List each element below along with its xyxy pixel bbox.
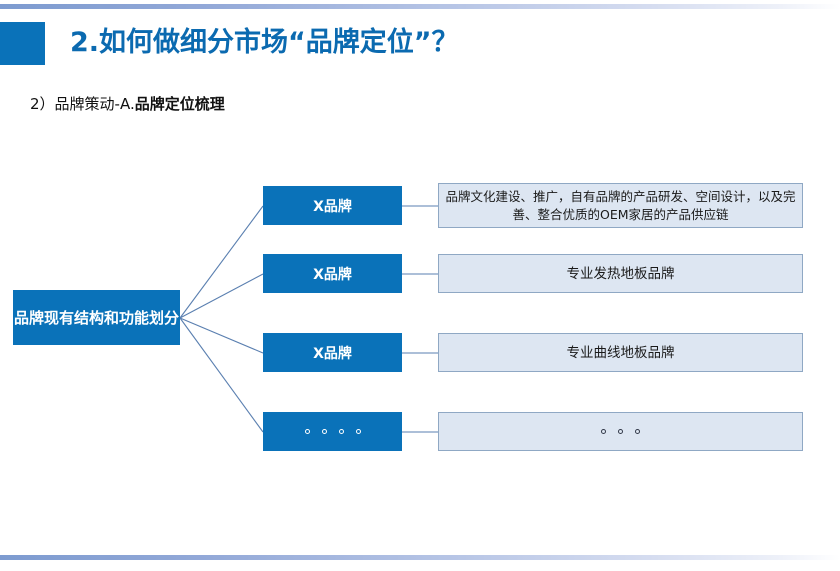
- dot-glyph: [601, 429, 606, 434]
- description-node-3[interactable]: 专业曲线地板品牌: [438, 333, 803, 372]
- connector-root-to-brand-2: [179, 273, 264, 319]
- subtitle-strong: 品牌定位梳理: [134, 95, 225, 113]
- subtitle: 2）品牌策动-A.品牌定位梳理: [30, 93, 225, 115]
- dot-glyph: [338, 429, 344, 434]
- description-node-2[interactable]: 专业发热地板品牌: [438, 254, 803, 293]
- dot-glyph: [618, 429, 623, 434]
- description-node-4[interactable]: [438, 412, 803, 451]
- connector-root-to-brand-3: [179, 317, 264, 354]
- brand-node-2[interactable]: X品牌: [263, 254, 402, 293]
- dot-glyph: [304, 429, 310, 434]
- description-node-1[interactable]: 品牌文化建设、推广，自有品牌的产品研发、空间设计，以及完善、整合优质的OEM家居…: [438, 183, 803, 228]
- dot-glyph: [355, 429, 361, 434]
- description-node-4-dots: [601, 429, 640, 434]
- dot-glyph: [635, 429, 640, 434]
- brand-node-3[interactable]: X品牌: [263, 333, 402, 372]
- title-accent-square: [0, 22, 45, 65]
- connector-root-to-brand-1: [179, 205, 264, 319]
- connector-root-to-brand-4: [179, 317, 264, 433]
- brand-node-4-dots: [304, 429, 361, 434]
- brand-node-4[interactable]: [263, 412, 402, 451]
- top-decorative-rule: [0, 4, 840, 9]
- root-node[interactable]: 品牌现有结构和功能划分: [13, 290, 180, 345]
- subtitle-lead: 2）品牌策动-A.: [30, 95, 135, 113]
- bottom-decorative-rule: [0, 555, 840, 560]
- dot-glyph: [321, 429, 327, 434]
- brand-node-1[interactable]: X品牌: [263, 186, 402, 225]
- page-title: 2.如何做细分市场“品牌定位”？: [70, 27, 459, 58]
